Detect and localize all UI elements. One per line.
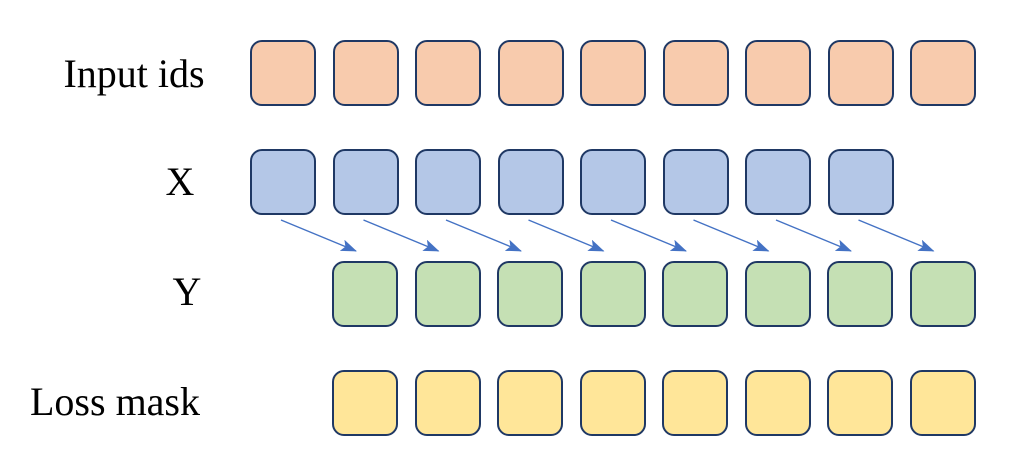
x-cell — [827, 149, 894, 215]
shift-arrow — [363, 219, 440, 252]
x-cell — [662, 149, 729, 215]
loss-mask-cell — [579, 370, 646, 436]
shift-arrow — [775, 219, 852, 252]
loss-mask-cell — [744, 370, 811, 436]
shift-arrow — [610, 219, 687, 252]
y-cell — [497, 261, 563, 327]
shift-arrow — [445, 219, 522, 252]
y-cell — [332, 261, 398, 327]
loss-mask-cell — [827, 370, 893, 436]
row-label-x: X — [165, 159, 195, 204]
loss-mask-cell — [414, 370, 481, 436]
loss-mask-cell — [662, 370, 728, 436]
x-cell — [580, 149, 646, 215]
row-label-y: Y — [172, 269, 202, 314]
input-ids-cell — [910, 40, 976, 106]
y-cell — [414, 261, 481, 327]
input-ids-cell — [745, 40, 811, 106]
input-ids-cell — [662, 40, 729, 106]
y-cell — [744, 261, 811, 327]
loss-mask-cell — [909, 370, 976, 436]
input-ids-cell — [415, 40, 481, 106]
shift-arrow — [693, 219, 770, 252]
x-cell — [250, 149, 316, 215]
y-cell — [579, 261, 646, 327]
loss-mask-cell — [332, 370, 398, 436]
shift-arrow — [528, 219, 605, 252]
x-cell — [415, 149, 481, 215]
input-ids-cell — [497, 40, 564, 106]
y-cell — [827, 261, 893, 327]
row-label-input-ids: Input ids — [63, 51, 205, 96]
x-cell — [497, 149, 564, 215]
y-cell — [909, 261, 976, 327]
row-label-loss-mask: Loss mask — [30, 379, 200, 424]
loss-mask-cell — [497, 370, 563, 436]
y-cell — [662, 261, 728, 327]
input-ids-cell — [827, 40, 894, 106]
shift-arrow — [280, 219, 357, 252]
input-ids-cell — [250, 40, 316, 106]
input-ids-cell — [332, 40, 399, 106]
x-cell — [332, 149, 399, 215]
input-ids-cell — [580, 40, 646, 106]
shift-arrow — [858, 219, 935, 252]
x-cell — [745, 149, 811, 215]
